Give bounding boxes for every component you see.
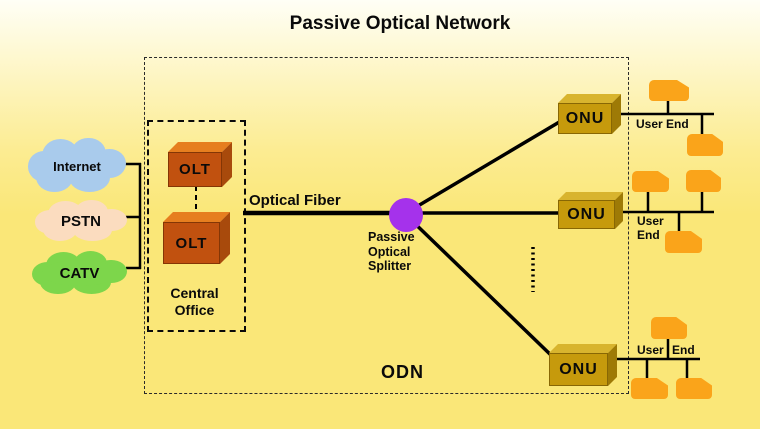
cloud-body <box>41 260 118 287</box>
diagram-title: Passive Optical Network <box>289 13 511 34</box>
onu-box-1: ONU <box>558 94 621 134</box>
pstn-cloud: PSTN <box>33 200 129 243</box>
user-end-label-2: User End <box>637 214 664 242</box>
catv-cloud: CATV <box>30 251 129 296</box>
user-device <box>687 134 723 156</box>
user-end-label-3: User End <box>637 343 695 357</box>
olt-box-2: OLT <box>163 212 230 264</box>
passive-optical-splitter-label: Passive Optical Splitter <box>368 230 415 273</box>
internet-cloud: Internet <box>26 138 128 194</box>
onu-label: ONU <box>558 200 615 229</box>
central-office-label: Central Office <box>170 285 219 318</box>
central-office-box <box>147 120 246 332</box>
internet-label: Internet <box>53 158 101 174</box>
user-device <box>651 317 687 339</box>
cloud-body <box>44 208 118 234</box>
pstn-label: PSTN <box>60 213 101 230</box>
odn-label: ODN <box>381 362 424 382</box>
user-device <box>632 171 669 192</box>
onu-box-2: ONU <box>558 192 623 229</box>
onu-box-3: ONU <box>549 344 617 386</box>
catv-label: CATV <box>59 265 100 282</box>
optical-fiber-label: Optical Fiber <box>249 192 341 209</box>
user-device <box>686 170 721 192</box>
olt-label: OLT <box>163 222 220 264</box>
user-device <box>665 231 702 253</box>
user-device <box>649 80 689 101</box>
odn-boundary-box <box>144 57 629 394</box>
onu-label: ONU <box>558 103 612 134</box>
passive-optical-splitter-dot <box>389 198 423 232</box>
onu-label: ONU <box>549 353 608 386</box>
olt-label: OLT <box>168 152 222 187</box>
user-end-label-1: User End <box>636 117 689 131</box>
cloud-body <box>38 149 116 182</box>
olt-box-1: OLT <box>168 142 232 187</box>
user-device <box>631 378 668 399</box>
user-device <box>676 378 712 399</box>
